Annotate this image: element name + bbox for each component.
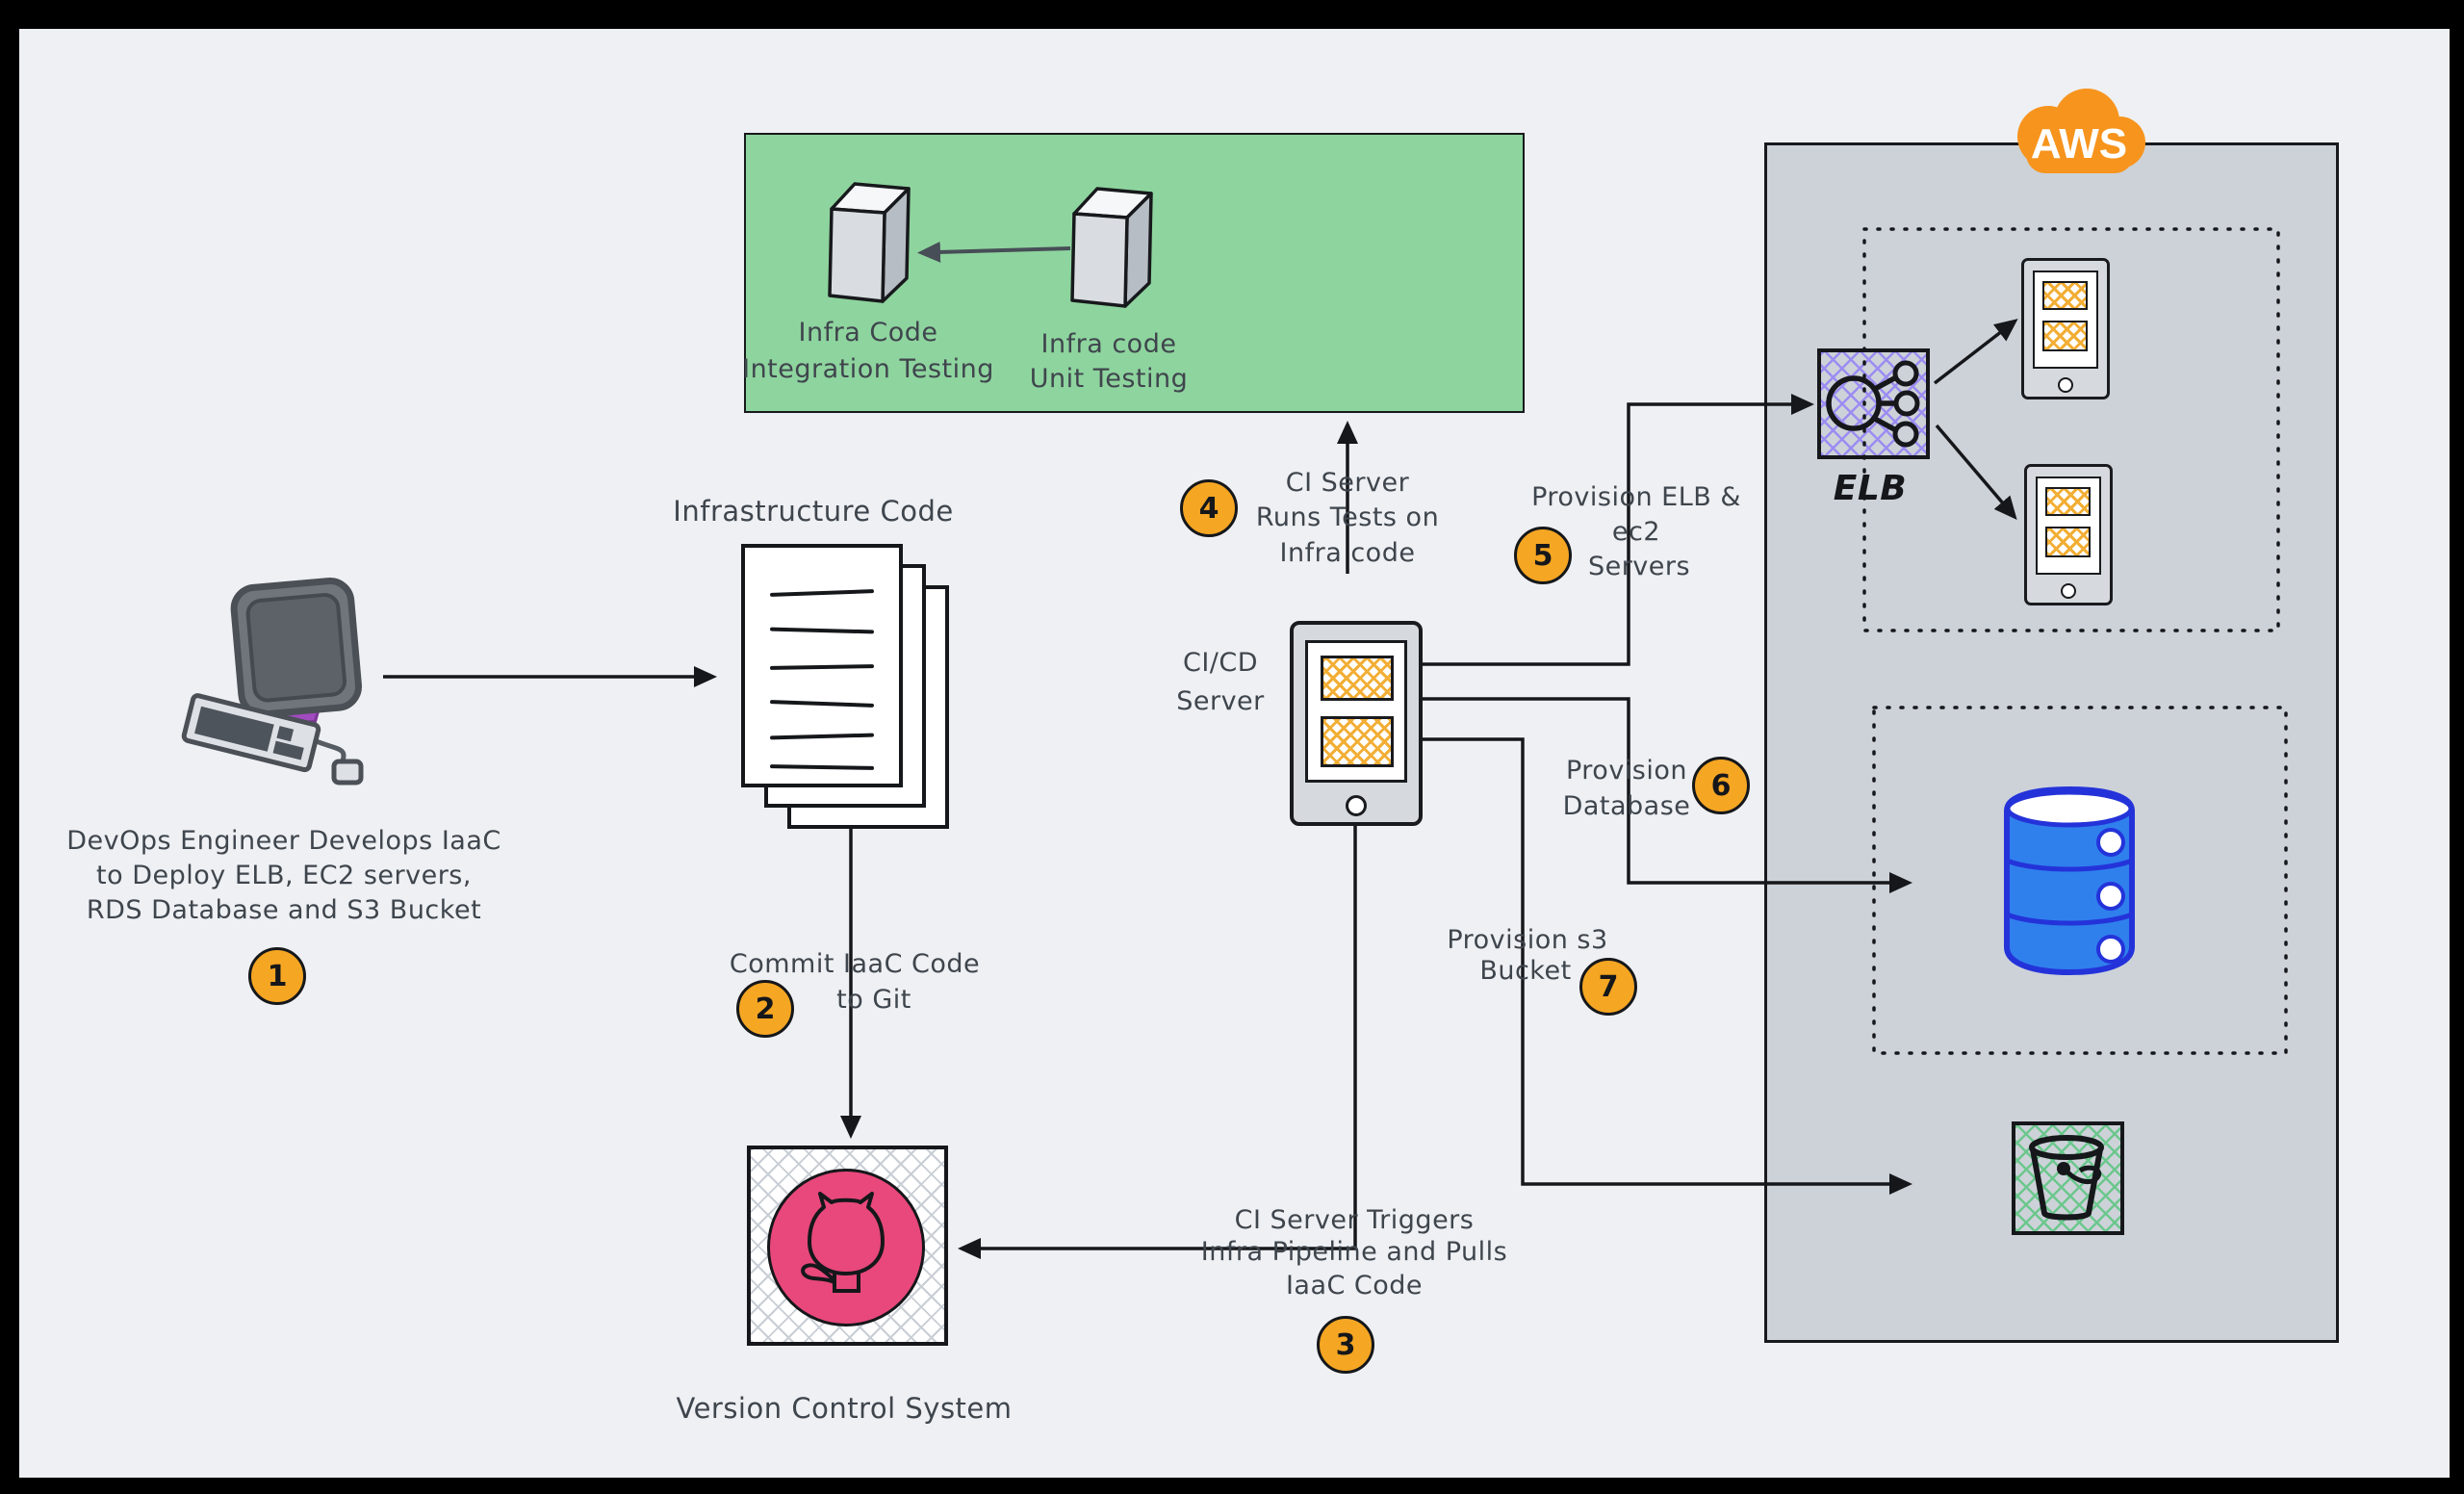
provision-db-label: Provision bbox=[1565, 756, 1688, 786]
provision-elb-label: ec2 bbox=[1611, 517, 1661, 547]
doc-text-line bbox=[769, 589, 875, 597]
server-panel bbox=[2042, 281, 2088, 310]
step-badge-6: 6 bbox=[1692, 757, 1750, 814]
vcs-label: Version Control System bbox=[676, 1392, 1013, 1425]
provision-elb-label: Provision ELB & bbox=[1531, 482, 1741, 512]
octocat-icon bbox=[801, 1192, 885, 1293]
step-badge-3: 3 bbox=[1317, 1316, 1374, 1374]
run-tests-label: Infra code bbox=[1279, 538, 1416, 568]
doc-text-line bbox=[769, 664, 875, 670]
step-badge-7: 7 bbox=[1579, 958, 1637, 1016]
cicd-server-icon bbox=[1290, 621, 1423, 826]
step-badge-4: 4 bbox=[1180, 479, 1238, 537]
home-button-icon bbox=[2058, 377, 2073, 393]
engineer-caption: RDS Database and S3 Bucket bbox=[86, 895, 482, 925]
provision-s3-label: Provision s3 bbox=[1447, 925, 1608, 955]
step-badge-5: 5 bbox=[1514, 527, 1572, 584]
server-panel bbox=[1321, 656, 1394, 701]
server-panel bbox=[2045, 527, 2091, 557]
vcs-box bbox=[747, 1146, 948, 1346]
document-stack-icon bbox=[741, 544, 903, 787]
run-tests-label: Runs Tests on bbox=[1255, 502, 1440, 532]
server-panel bbox=[1321, 716, 1394, 767]
aws-cloud-badge: AWS bbox=[2017, 89, 2145, 173]
cube-icon-integration bbox=[828, 182, 911, 303]
engineer-caption: to Deploy ELB, EC2 servers, bbox=[96, 861, 472, 890]
run-tests-label: CI Server bbox=[1285, 468, 1410, 498]
doc-text-line bbox=[769, 733, 875, 740]
server-panel bbox=[2042, 321, 2088, 351]
commit-label: Commit IaaC Code bbox=[729, 949, 981, 979]
trigger-label: CI Server Triggers bbox=[1234, 1205, 1475, 1235]
doc-text-line bbox=[769, 700, 875, 708]
commit-label: to Git bbox=[836, 985, 911, 1015]
server-panel bbox=[2045, 487, 2091, 516]
aws-label: AWS bbox=[2031, 120, 2127, 167]
integration-testing-label: Integration Testing bbox=[742, 354, 994, 384]
doc-text-line bbox=[769, 627, 875, 634]
trigger-label: IaaC Code bbox=[1285, 1271, 1424, 1301]
elb-glyph-icon bbox=[1826, 360, 1920, 448]
github-icon bbox=[767, 1169, 925, 1327]
workstation-icon bbox=[181, 578, 364, 786]
doc-text-line bbox=[769, 764, 875, 770]
unit-testing-label: Unit Testing bbox=[1029, 364, 1189, 394]
home-button-icon bbox=[2061, 583, 2076, 599]
provision-s3-label: Bucket bbox=[1479, 956, 1572, 986]
rds-database-icon bbox=[2004, 786, 2135, 976]
infrastructure-code-label: Infrastructure Code bbox=[673, 495, 954, 528]
elb-label: ELB bbox=[1833, 469, 1908, 508]
integration-testing-label: Infra Code bbox=[798, 318, 938, 348]
s3-bucket-icon bbox=[2029, 1135, 2104, 1221]
ec2-instance-icon-2 bbox=[2024, 464, 2113, 605]
provision-db-label: Database bbox=[1562, 791, 1691, 821]
step-badge-1: 1 bbox=[248, 947, 306, 1005]
home-button-icon bbox=[1346, 795, 1367, 816]
cicd-server-label: Server bbox=[1176, 686, 1265, 716]
ec2-instance-icon-1 bbox=[2021, 258, 2110, 399]
cube-icon-unit bbox=[1070, 187, 1153, 308]
provision-elb-label: Servers bbox=[1587, 552, 1691, 581]
engineer-caption: DevOps Engineer Develops IaaC bbox=[66, 826, 501, 856]
unit-testing-label: Infra code bbox=[1040, 329, 1177, 359]
step-badge-2: 2 bbox=[736, 980, 794, 1038]
trigger-label: Infra Pipeline and Pulls bbox=[1200, 1237, 1508, 1267]
cicd-server-label: CI/CD bbox=[1182, 648, 1259, 678]
